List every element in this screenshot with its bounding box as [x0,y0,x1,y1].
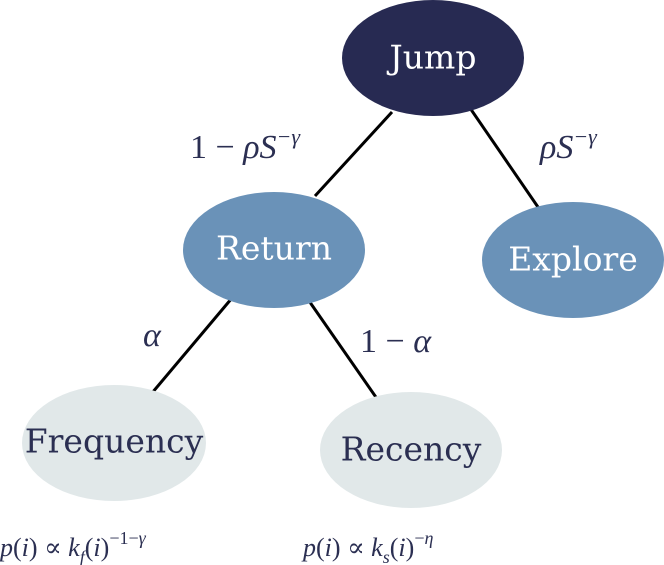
recency-node [320,392,502,508]
return-node [183,192,365,308]
edge-label-jump-explore: ρS−γ [539,124,598,166]
formula-frequency: p(i) ∝ kf(i)−1−γ [0,528,147,565]
edge-return-frequency [150,297,234,394]
explore-node [482,202,664,318]
formula-recency: p(i) ∝ ks(i)−η [301,528,433,565]
jump-node [342,0,524,116]
jump-node-label: Jump [387,38,477,77]
edge-label-return-frequency: α [143,317,162,354]
return-node-label: Return [216,229,332,268]
edge-jump-return [313,110,394,198]
frequency-node [22,385,206,501]
recency-node-label: Recency [341,430,482,469]
edge-jump-explore [468,107,542,211]
explore-node-label: Explore [508,240,638,279]
edge-return-recency [305,297,382,404]
edge-label-jump-return: 1 − ρS−γ [190,124,301,166]
edge-label-return-recency: 1 − α [360,323,432,360]
frequency-node-label: Frequency [25,422,204,461]
